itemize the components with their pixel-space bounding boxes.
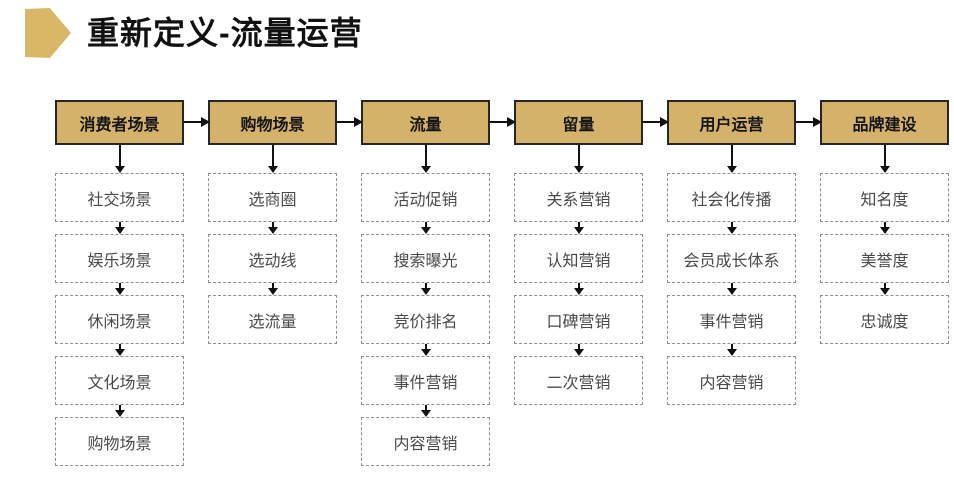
page-title: 重新定义-流量运营 bbox=[87, 15, 363, 51]
down-arrow-icon bbox=[55, 145, 184, 173]
down-arrow-icon bbox=[55, 222, 184, 234]
down-arrow-icon bbox=[361, 405, 490, 417]
down-arrow-icon bbox=[361, 344, 490, 356]
flow-item: 事件营销 bbox=[667, 295, 796, 344]
stage-header: 消费者场景 bbox=[55, 100, 184, 145]
down-arrow-icon bbox=[361, 145, 490, 173]
down-arrow-icon bbox=[514, 222, 643, 234]
stage-header: 品牌建设 bbox=[820, 100, 949, 145]
down-arrow-icon bbox=[55, 283, 184, 295]
down-arrow-icon bbox=[514, 344, 643, 356]
title-block: 重新定义-流量运营 bbox=[25, 8, 363, 58]
flow-column-user-operation: 用户运营 社会化传播 会员成长体系 事件营销 内容营销 bbox=[667, 100, 796, 466]
flow-item: 内容营销 bbox=[361, 417, 490, 466]
stage-header: 流量 bbox=[361, 100, 490, 145]
down-arrow-icon bbox=[361, 222, 490, 234]
flow-item: 美誉度 bbox=[820, 234, 949, 283]
flow-item: 选流量 bbox=[208, 295, 337, 344]
flow-item: 事件营销 bbox=[361, 356, 490, 405]
right-arrow-icon bbox=[490, 117, 516, 127]
right-arrow-icon bbox=[184, 117, 210, 127]
flow-item: 忠诚度 bbox=[820, 295, 949, 344]
flow-item: 内容营销 bbox=[667, 356, 796, 405]
title-arrow-icon bbox=[25, 8, 71, 58]
right-arrow-icon bbox=[796, 117, 822, 127]
down-arrow-icon bbox=[361, 283, 490, 295]
flow-item: 活动促销 bbox=[361, 173, 490, 222]
down-arrow-icon bbox=[667, 222, 796, 234]
down-arrow-icon bbox=[667, 283, 796, 295]
flow-item: 口碑营销 bbox=[514, 295, 643, 344]
down-arrow-icon bbox=[514, 145, 643, 173]
flow-item: 选动线 bbox=[208, 234, 337, 283]
stage-header: 留量 bbox=[514, 100, 643, 145]
flow-item: 会员成长体系 bbox=[667, 234, 796, 283]
flow-column-brand-building: 品牌建设 知名度 美誉度 忠诚度 bbox=[820, 100, 949, 466]
down-arrow-icon bbox=[820, 283, 949, 295]
flow-item: 社会化传播 bbox=[667, 173, 796, 222]
down-arrow-icon bbox=[208, 283, 337, 295]
stage-header: 用户运营 bbox=[667, 100, 796, 145]
down-arrow-icon bbox=[667, 344, 796, 356]
flow-item: 搜索曝光 bbox=[361, 234, 490, 283]
down-arrow-icon bbox=[208, 145, 337, 173]
stage-header: 购物场景 bbox=[208, 100, 337, 145]
down-arrow-icon bbox=[55, 344, 184, 356]
flow-item: 知名度 bbox=[820, 173, 949, 222]
flow-item: 娱乐场景 bbox=[55, 234, 184, 283]
right-arrow-icon bbox=[337, 117, 363, 127]
flow-item: 文化场景 bbox=[55, 356, 184, 405]
flow-column-traffic: 流量 活动促销 搜索曝光 竞价排名 事件营销 内容营销 bbox=[361, 100, 490, 466]
flow-column-shopping-scene: 购物场景 选商圈 选动线 选流量 bbox=[208, 100, 337, 466]
down-arrow-icon bbox=[820, 145, 949, 173]
flow-item: 二次营销 bbox=[514, 356, 643, 405]
flow-item: 认知营销 bbox=[514, 234, 643, 283]
right-arrow-icon bbox=[643, 117, 669, 127]
flow-item: 关系营销 bbox=[514, 173, 643, 222]
down-arrow-icon bbox=[55, 405, 184, 417]
flow-item: 选商圈 bbox=[208, 173, 337, 222]
down-arrow-icon bbox=[208, 222, 337, 234]
down-arrow-icon bbox=[820, 222, 949, 234]
flow-item: 休闲场景 bbox=[55, 295, 184, 344]
down-arrow-icon bbox=[514, 283, 643, 295]
flow-item: 竞价排名 bbox=[361, 295, 490, 344]
flow-item: 购物场景 bbox=[55, 417, 184, 466]
flow-column-consumer-scene: 消费者场景 社交场景 娱乐场景 休闲场景 文化场景 购物场景 bbox=[55, 100, 184, 466]
down-arrow-icon bbox=[667, 145, 796, 173]
flow-column-retention: 留量 关系营销 认知营销 口碑营销 二次营销 bbox=[514, 100, 643, 466]
flowchart: 消费者场景 社交场景 娱乐场景 休闲场景 文化场景 购物场景 购物场景 选商圈 … bbox=[55, 100, 949, 466]
flow-item: 社交场景 bbox=[55, 173, 184, 222]
